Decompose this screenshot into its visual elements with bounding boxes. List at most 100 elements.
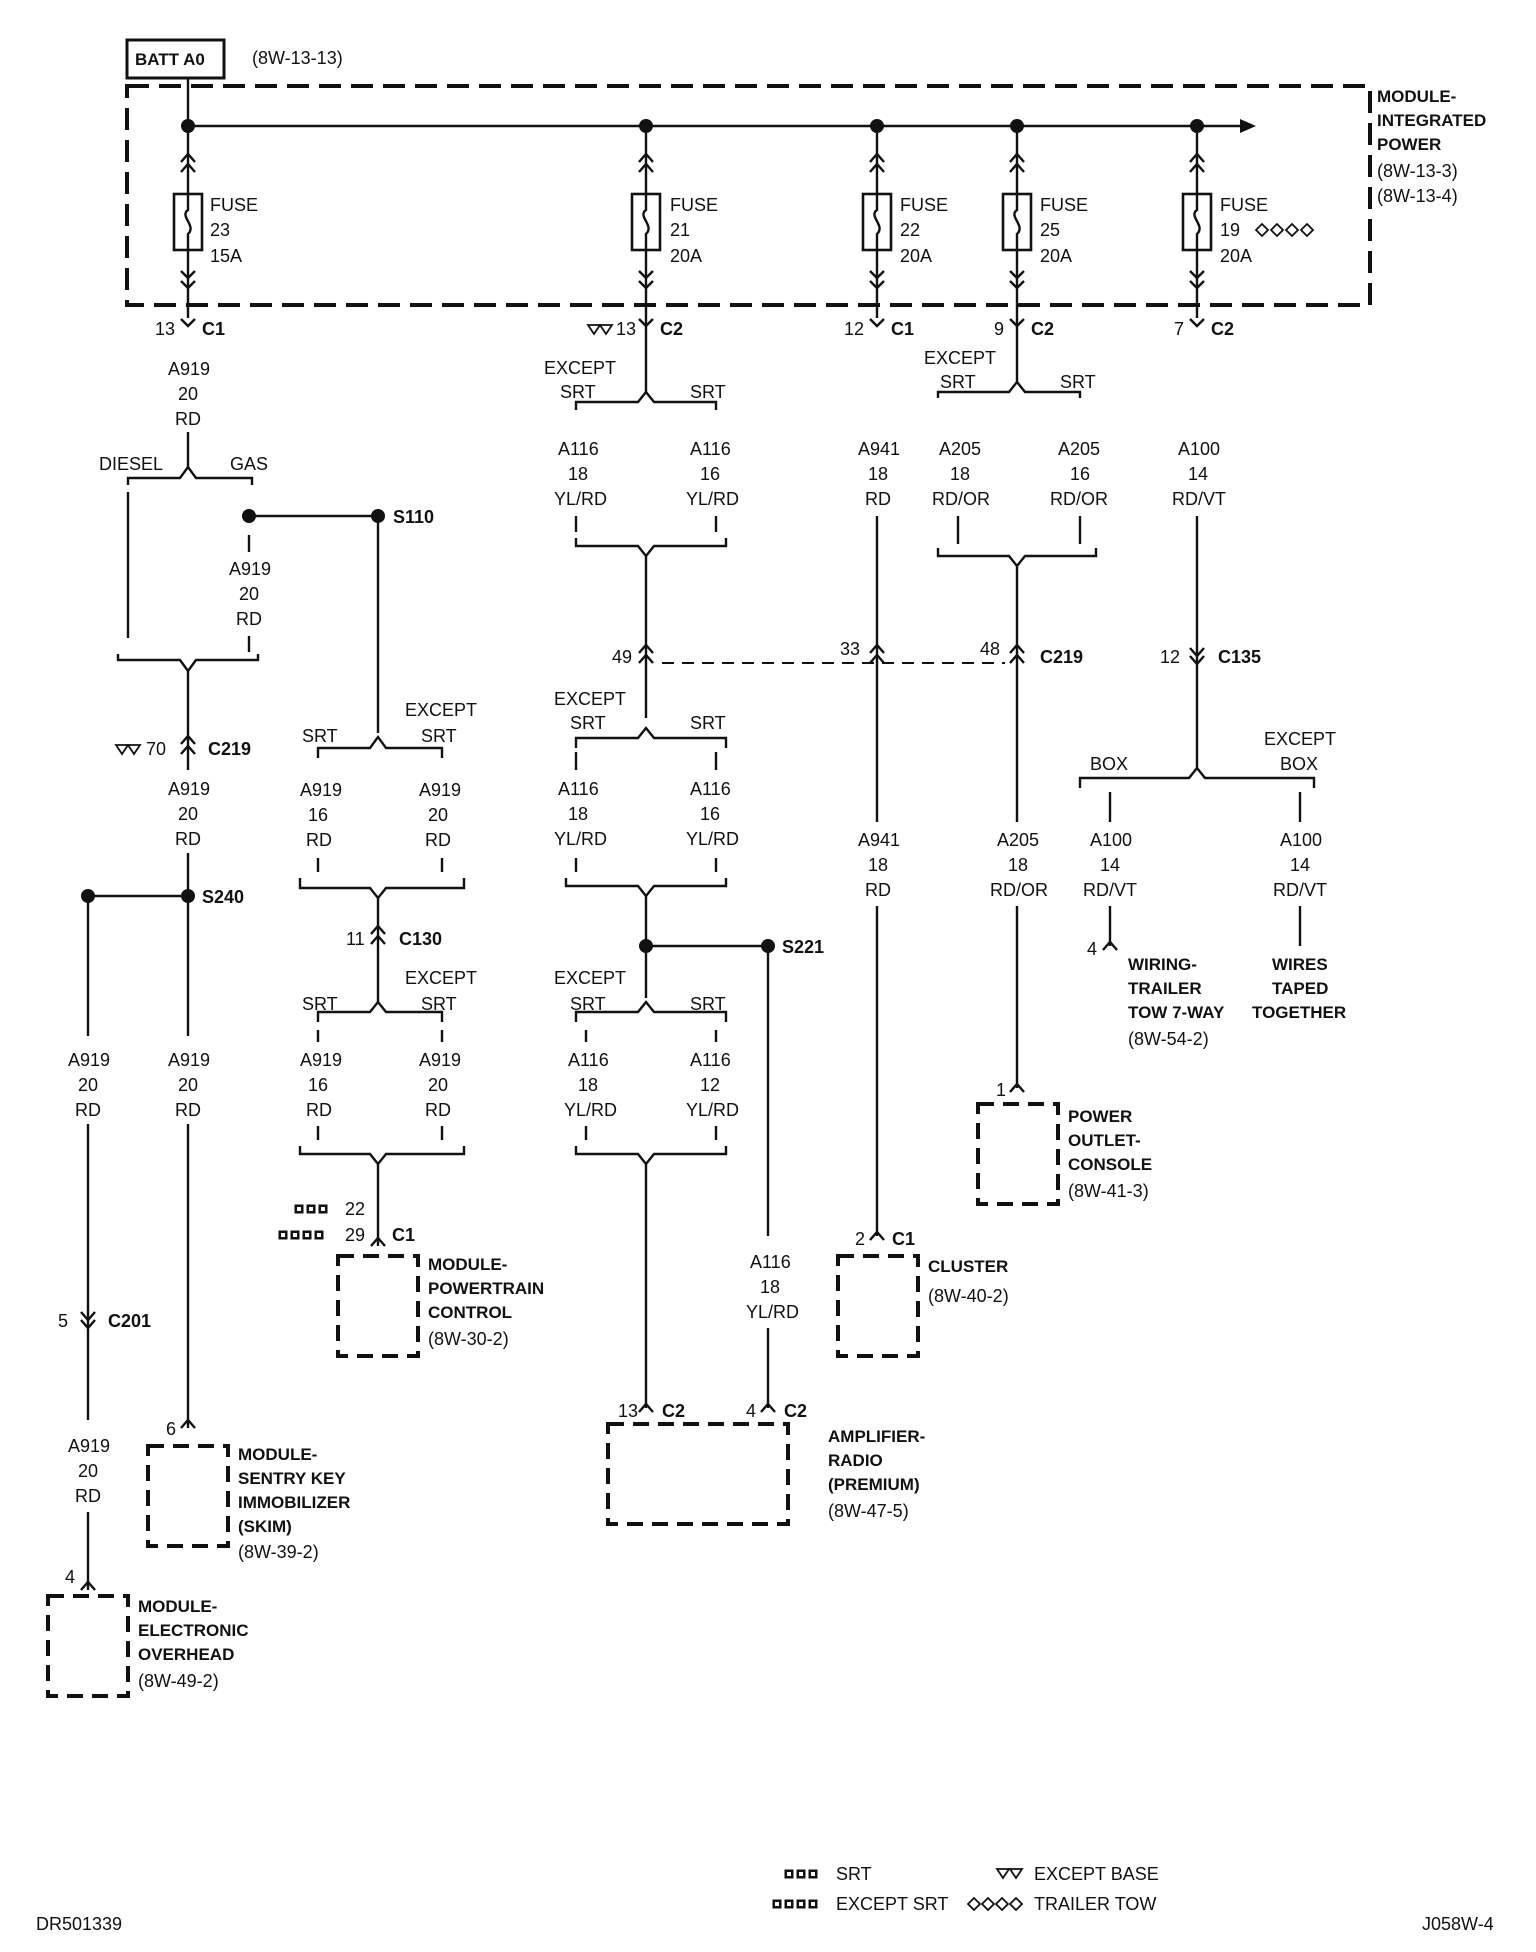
skim-label-2: SENTRY KEY xyxy=(238,1469,346,1488)
svg-text:FUSE: FUSE xyxy=(900,195,948,215)
taped-label-2: TAPED xyxy=(1272,979,1328,998)
svg-text:A919: A919 xyxy=(168,359,210,379)
fuse-23-column xyxy=(172,119,204,328)
pin-4-trailer: 4 xyxy=(1087,939,1097,959)
svg-text:A116: A116 xyxy=(690,1050,731,1070)
pin-2-cluster: 2 xyxy=(855,1229,865,1249)
emo-module-box xyxy=(46,1594,130,1698)
svg-text:RD/VT: RD/VT xyxy=(1083,880,1137,900)
srt-branch-pcm-1 xyxy=(316,734,444,758)
svg-text:21: 21 xyxy=(670,220,690,240)
except-label-c1: EXCEPT xyxy=(544,358,616,378)
except-label-c3: EXCEPT xyxy=(554,968,626,988)
diesel-gas-branch xyxy=(126,464,254,485)
srt-label-b1e: SRT xyxy=(421,726,457,746)
c2-label-2: C2 xyxy=(1031,319,1054,339)
svg-text:16: 16 xyxy=(308,805,328,825)
svg-text:20: 20 xyxy=(78,1461,98,1481)
trailer-label-2: TRAILER xyxy=(1128,979,1202,998)
emo-label-1: MODULE- xyxy=(138,1597,217,1616)
taped-label-1: WIRES xyxy=(1272,955,1328,974)
svg-text:20: 20 xyxy=(178,1075,198,1095)
svg-text:20A: 20A xyxy=(670,246,702,266)
svg-text:A116: A116 xyxy=(558,439,599,459)
svg-text:YL/RD: YL/RD xyxy=(686,489,739,509)
svg-text:A919: A919 xyxy=(168,1050,210,1070)
srt-label-c2: SRT xyxy=(690,713,726,733)
power-outlet-module-box xyxy=(976,1102,1060,1206)
except-srt-square-icons xyxy=(278,1230,324,1240)
svg-text:18: 18 xyxy=(868,464,888,484)
svg-text:A919: A919 xyxy=(300,1050,342,1070)
pin-48-c219: 48 xyxy=(980,639,1000,659)
pcm-module-box xyxy=(336,1254,420,1358)
ipm-title-1: MODULE- xyxy=(1377,87,1456,106)
srt-label-c1: SRT xyxy=(690,382,726,402)
svg-text:18: 18 xyxy=(1008,855,1028,875)
skim-label-4: (SKIM) xyxy=(238,1517,292,1536)
svg-text:16: 16 xyxy=(1070,464,1090,484)
fuse-25-column xyxy=(1001,119,1033,382)
c1-label-2: C1 xyxy=(891,319,914,339)
svg-text:18: 18 xyxy=(568,804,588,824)
pin-4-amp: 4 xyxy=(746,1401,756,1421)
svg-text:A941: A941 xyxy=(858,830,900,850)
svg-text:A919: A919 xyxy=(300,780,342,800)
box-branch xyxy=(1078,766,1316,788)
svg-text:A116: A116 xyxy=(750,1252,791,1272)
srt-merge-a205 xyxy=(936,548,1098,568)
s240-label: S240 xyxy=(202,887,244,907)
except-label-b2: EXCEPT xyxy=(405,968,477,988)
diesel-label: DIESEL xyxy=(99,454,163,474)
srt-label-b2e: SRT xyxy=(421,994,457,1014)
svg-text:A116: A116 xyxy=(690,779,731,799)
c219-label-2: C219 xyxy=(1040,647,1083,667)
c2-label-3: C2 xyxy=(1211,319,1234,339)
svg-text:16: 16 xyxy=(700,804,720,824)
srt-branch-pcm-2 xyxy=(316,1000,444,1022)
svg-text:RD: RD xyxy=(175,409,201,429)
srt-branch-a205 xyxy=(936,380,1082,398)
srt-merge-a116-3 xyxy=(574,1146,728,1166)
srt-label-c3e: SRT xyxy=(570,994,606,1014)
c219-label-1: C219 xyxy=(208,739,251,759)
footer-right-code: J058W-4 xyxy=(1422,1914,1494,1934)
svg-text:RD: RD xyxy=(425,1100,451,1120)
srt-merge-a116-2 xyxy=(564,878,728,898)
pcm-label-3: CONTROL xyxy=(428,1303,512,1322)
svg-text:YL/RD: YL/RD xyxy=(564,1100,617,1120)
svg-text:RD: RD xyxy=(865,489,891,509)
svg-text:14: 14 xyxy=(1290,855,1310,875)
srt-branch-a116-1 xyxy=(574,390,718,410)
svg-text:A116: A116 xyxy=(558,779,599,799)
svg-text:RD/VT: RD/VT xyxy=(1172,489,1226,509)
emo-ref: (8W-49-2) xyxy=(138,1671,219,1691)
trailer-label-1: WIRING- xyxy=(1128,955,1197,974)
power-label-2: OUTLET- xyxy=(1068,1131,1141,1150)
pin-13-c1: 13 xyxy=(155,319,175,339)
svg-text:18: 18 xyxy=(760,1277,780,1297)
legend-except-srt: EXCEPT SRT xyxy=(836,1894,948,1914)
svg-text:16: 16 xyxy=(308,1075,328,1095)
emo-label-3: OVERHEAD xyxy=(138,1645,234,1664)
svg-text:A205: A205 xyxy=(939,439,981,459)
srt-label-c2e: SRT xyxy=(570,713,606,733)
svg-text:18: 18 xyxy=(578,1075,598,1095)
footer-left-code: DR501339 xyxy=(36,1914,122,1934)
pin-12-c135: 12 xyxy=(1160,647,1180,667)
gas-label: GAS xyxy=(230,454,268,474)
power-label-3: CONSOLE xyxy=(1068,1155,1152,1174)
